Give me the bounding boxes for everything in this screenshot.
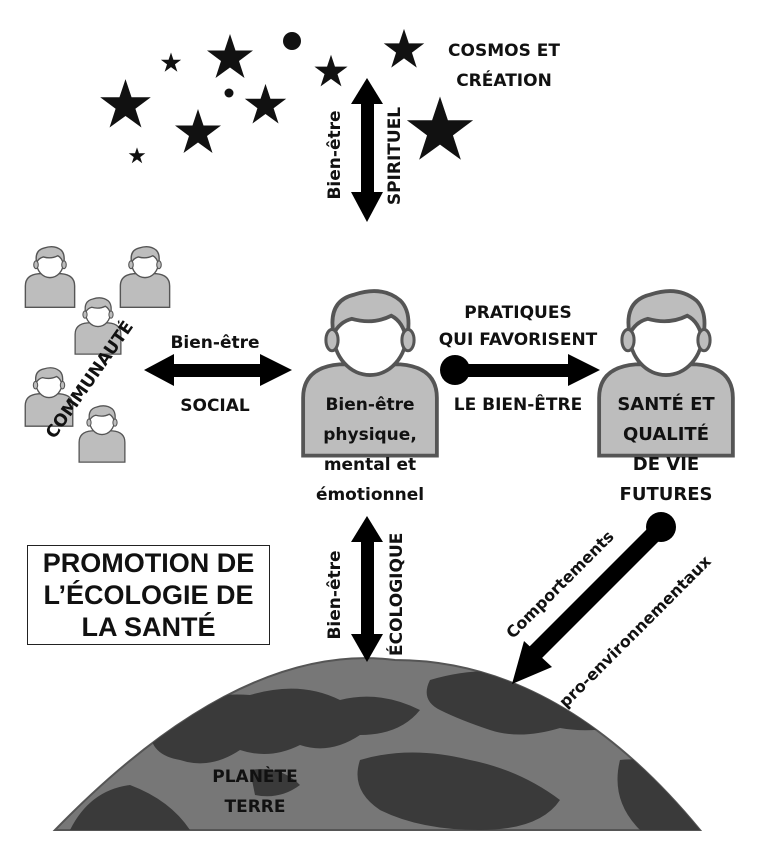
star-icon	[128, 147, 146, 164]
star-icon	[100, 79, 151, 128]
person-icon	[119, 245, 171, 309]
star-icon	[160, 52, 182, 72]
social-top-label: Bien-être	[170, 333, 260, 353]
spirituel-top-label: Bien-être	[325, 110, 345, 200]
double-arrow-icon	[351, 516, 383, 662]
star-icon	[406, 96, 474, 160]
arrows	[144, 78, 676, 684]
star-icon	[314, 54, 348, 87]
planet-dot-icon	[224, 88, 234, 98]
center-person-label: Bien-être physique, mental et émotionnel	[315, 395, 425, 505]
spirituel-bottom-label: SPIRITUEL	[385, 106, 405, 206]
double-arrow-icon	[144, 354, 292, 386]
ecologique-top-label: Bien-être	[325, 550, 345, 640]
planet-dot-icon	[283, 32, 301, 50]
behavior-arrow-icon	[512, 512, 676, 684]
ecologique-bottom-label: ÉCOLOGIQUE	[387, 532, 407, 656]
star-icon	[207, 34, 253, 78]
pratiques-bottom-label: LE BIEN-ÊTRE	[453, 395, 583, 415]
star-icon	[383, 28, 425, 68]
diagram-title: PROMOTION DE L’ÉCOLOGIE DE LA SANTÉ	[42, 548, 255, 642]
future-person-label: SANTÉ ET QUALITÉ DE VIE FUTURES	[617, 394, 715, 505]
globe-icon	[52, 657, 703, 831]
star-icon	[175, 109, 221, 153]
social-bottom-label: SOCIAL	[180, 396, 250, 416]
stars-cluster	[100, 28, 474, 164]
double-arrow-icon	[351, 78, 383, 222]
planete-label: PLANÈTE TERRE	[212, 767, 298, 817]
cosmos-label: COSMOS ET CRÉATION	[448, 41, 560, 91]
pratiques-top-label: PRATIQUES QUI FAVORISENT	[438, 303, 598, 350]
person-icon	[77, 404, 127, 464]
person-icon	[24, 245, 76, 309]
title-box: PROMOTION DE L’ÉCOLOGIE DE LA SANTÉ	[27, 545, 270, 645]
practice-arrow-icon	[440, 354, 600, 386]
star-icon	[244, 83, 287, 124]
